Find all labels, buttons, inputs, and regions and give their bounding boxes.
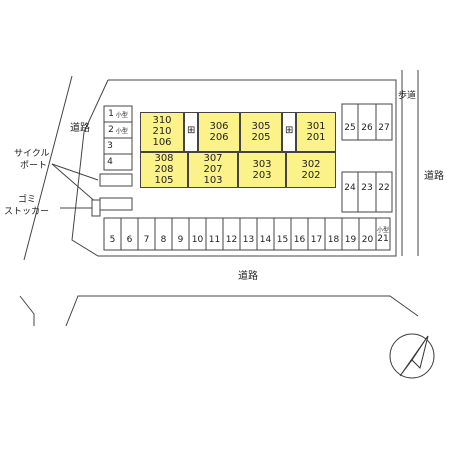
road-bottom-edge — [19, 295, 35, 326]
parking-slot-6: 6 — [126, 235, 133, 245]
right-top-slot-block — [341, 103, 393, 141]
parking-slot-17: 17 — [310, 235, 323, 245]
parking-slot-19: 19 — [344, 235, 357, 245]
unit-number: 208 — [154, 164, 174, 175]
parking-slot-9: 9 — [177, 235, 184, 245]
building-unit-group-301: 301 201 — [296, 112, 336, 152]
cycle-port-leader-2 — [51, 163, 99, 205]
parking-slot-8: 8 — [160, 235, 167, 245]
road-bottom-edge-2 — [65, 295, 419, 327]
unit-number: 105 — [154, 175, 174, 186]
unit-number: 205 — [251, 131, 271, 143]
site-boundary — [71, 79, 397, 257]
parking-slot-14: 14 — [259, 235, 272, 245]
road-label-left: 道路 — [70, 123, 90, 134]
parking-slot-18: 18 — [327, 235, 340, 245]
building-unit-group-303: 303 203 — [238, 152, 286, 188]
stairs-icon: ⊞ — [187, 125, 196, 136]
unit-number: 207 — [203, 164, 223, 175]
unit-number: 307 — [203, 153, 223, 164]
slot-note: 小型 — [376, 226, 389, 234]
unit-number: 302 — [301, 158, 321, 170]
parking-slot-7: 7 — [143, 235, 150, 245]
slot-21-box — [375, 217, 391, 251]
building-unit-group-302: 302 202 — [286, 152, 336, 188]
garbage-label-line1: ゴミ — [18, 195, 37, 205]
unit-number: 305 — [251, 120, 271, 132]
parking-slot-4: 4 — [104, 154, 116, 170]
slot-note: 小型 — [115, 111, 128, 119]
parking-slot-23: 23 — [361, 183, 373, 193]
cycle-port-label-line1: サイクル — [14, 149, 50, 159]
cycle-port-1 — [99, 173, 133, 187]
unit-number: 310 — [152, 115, 172, 126]
unit-number: 210 — [152, 126, 172, 137]
right-bottom-slot-block — [341, 171, 393, 213]
slot-4-box — [103, 153, 133, 171]
cycle-port-leader-1 — [51, 163, 99, 181]
parking-slot-10: 10 — [191, 235, 204, 245]
road-label-bottom: 道路 — [238, 271, 258, 282]
stairwell — [184, 112, 198, 152]
parking-slot-22: 22 — [378, 183, 390, 193]
parking-slot-13: 13 — [242, 235, 255, 245]
north-arrow-outline-icon — [411, 335, 429, 369]
slot-number: 3 — [107, 141, 113, 151]
building-unit-group-310: 310 210 106 — [140, 112, 184, 152]
unit-number: 308 — [154, 153, 174, 164]
stairwell — [282, 112, 296, 152]
garbage-stocker — [91, 199, 101, 217]
unit-number: 202 — [301, 169, 321, 181]
parking-slot-11: 11 — [208, 235, 221, 245]
parking-slot-21: 小型 21 — [376, 218, 390, 250]
slot-note: 小型 — [115, 127, 128, 135]
cycle-port-label-line2: ポート — [20, 161, 48, 171]
bottom-slot-dividers — [120, 218, 360, 250]
parking-slot-12: 12 — [225, 235, 238, 245]
unit-number: 103 — [203, 175, 223, 186]
parking-slot-24: 24 — [344, 183, 356, 193]
cycle-port-2 — [99, 197, 133, 211]
parking-slot-15: 15 — [276, 235, 289, 245]
slot-number: 2 — [108, 125, 114, 135]
slot-number: 1 — [108, 109, 114, 119]
building-unit-group-306: 306 206 — [198, 112, 240, 152]
unit-number: 303 — [252, 158, 272, 170]
unit-number: 203 — [252, 169, 272, 181]
unit-number: 306 — [209, 120, 229, 132]
parking-slot-26: 26 — [361, 123, 373, 133]
sidewalk-label: 歩道 — [398, 91, 417, 101]
unit-number: 301 — [306, 120, 326, 132]
unit-number: 206 — [209, 131, 229, 143]
parking-slot-2: 2 小型 — [104, 122, 132, 138]
unit-number: 106 — [152, 137, 172, 148]
parking-slot-20: 20 — [361, 235, 374, 245]
slot-number: 21 — [377, 233, 389, 244]
road-left-edge — [23, 75, 73, 261]
compass-ring — [389, 333, 435, 379]
slot-number: 4 — [107, 157, 113, 167]
parking-slot-1: 1 小型 — [104, 106, 132, 122]
parking-slot-25: 25 — [344, 123, 356, 133]
garbage-label-line2: ストッカー — [4, 207, 50, 217]
parking-slot-5: 5 — [109, 235, 116, 245]
parking-slot-3: 3 — [104, 138, 116, 154]
unit-number: 201 — [306, 131, 326, 143]
building-unit-group-305: 305 205 — [240, 112, 282, 152]
building-unit-group-307: 307 207 103 — [188, 152, 238, 188]
stairs-icon: ⊞ — [285, 125, 294, 136]
road-label-right: 道路 — [424, 171, 444, 182]
building-unit-group-308: 308 208 105 — [140, 152, 188, 188]
parking-slot-27: 27 — [378, 123, 390, 133]
parking-slot-16: 16 — [293, 235, 306, 245]
